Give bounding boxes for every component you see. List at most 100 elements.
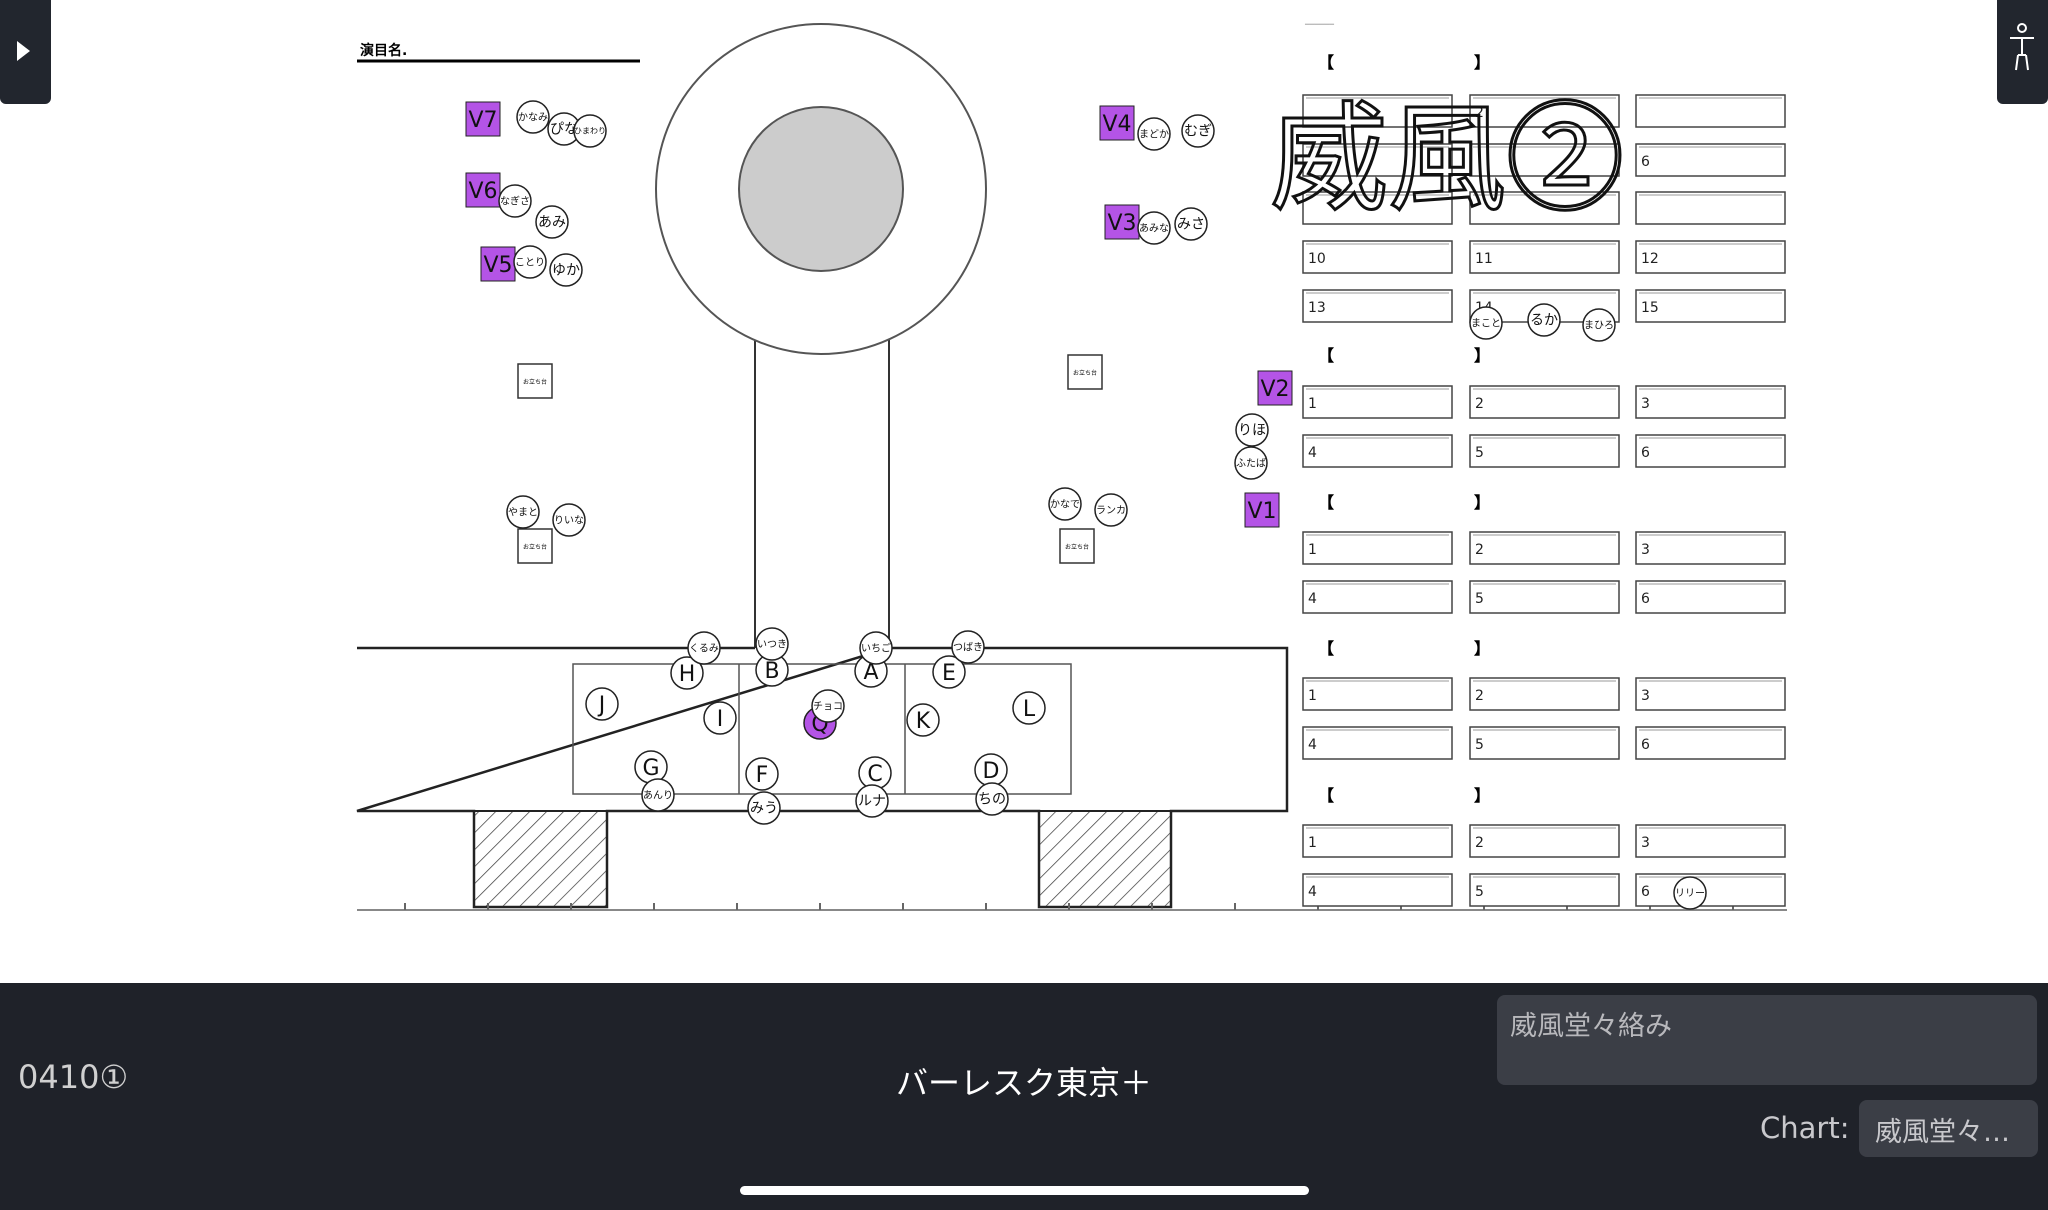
grid-cell-number: 2 bbox=[1475, 688, 1484, 704]
performer-name: チョコ bbox=[813, 700, 843, 712]
grid-cell: 6 bbox=[1635, 143, 1786, 177]
vip-marker-v7: V7 bbox=[465, 101, 501, 137]
bracket-close: 】 bbox=[1474, 786, 1490, 805]
performer-marker: みさ bbox=[1174, 207, 1208, 241]
grid-cell-number: 11 bbox=[1475, 251, 1493, 267]
performer-marker: やまと bbox=[506, 495, 540, 529]
stage-position-b: B bbox=[755, 653, 789, 687]
grid-cell: 3 bbox=[1635, 824, 1786, 858]
bracket-open: 【 bbox=[1318, 346, 1334, 365]
grid-cell: 12 bbox=[1635, 240, 1786, 274]
grid-cell bbox=[1635, 191, 1786, 225]
hatched-block-left bbox=[473, 810, 608, 908]
grid-cell-number: 2 bbox=[1475, 396, 1484, 412]
performer-marker: リリー bbox=[1673, 876, 1707, 910]
performer-marker: ことり bbox=[513, 245, 547, 279]
performer-name: ルナ bbox=[858, 794, 886, 810]
svg-text:お立ち台: お立ち台 bbox=[523, 378, 547, 386]
performer-name: ランカ bbox=[1096, 504, 1126, 516]
svg-text:お立ち台: お立ち台 bbox=[1065, 543, 1089, 551]
performer-name: リリー bbox=[1675, 888, 1705, 899]
grid-cell-number: 1 bbox=[1308, 688, 1317, 704]
performer-name: ひまわり bbox=[574, 127, 606, 136]
grid-cell-number: 3 bbox=[1641, 688, 1650, 704]
handwritten-annotation: 威風② bbox=[1269, 89, 1626, 230]
performer-name: やまと bbox=[508, 506, 538, 518]
stage-position-e: E bbox=[932, 655, 966, 689]
vip-label: V5 bbox=[483, 253, 512, 278]
svg-text:お立ち台: お立ち台 bbox=[1073, 369, 1097, 377]
vip-marker-v4: V4 bbox=[1099, 105, 1135, 141]
performer-name: みう bbox=[750, 801, 778, 817]
grid-cell-number: 6 bbox=[1641, 445, 1650, 461]
stage-position-label: K bbox=[916, 709, 931, 734]
grid-cell-number: 15 bbox=[1641, 300, 1659, 316]
performer-marker: かなで bbox=[1048, 487, 1082, 521]
performer-marker: ぴな bbox=[547, 112, 581, 146]
vip-marker-v1: V1 bbox=[1244, 492, 1280, 528]
grid-cell: 3 bbox=[1635, 677, 1786, 711]
performer-name: ふたば bbox=[1236, 457, 1266, 469]
chart-select-button[interactable]: 威風堂々… bbox=[1859, 1100, 2038, 1157]
chart-label: Chart: bbox=[1760, 1111, 1850, 1145]
setlist-code: 0410① bbox=[18, 1058, 129, 1096]
stage-position-label: G bbox=[642, 756, 659, 781]
grid-cell-number: 1 bbox=[1308, 542, 1317, 558]
grid-cell: 11 bbox=[1469, 240, 1620, 274]
hatched-block-right bbox=[1038, 810, 1172, 908]
stage-position-label: J bbox=[597, 693, 606, 718]
bracket-close: 】 bbox=[1474, 53, 1490, 72]
stage-position-g: G bbox=[634, 750, 668, 784]
performer-name: ぴな bbox=[550, 122, 578, 138]
performer-marker: まひろ bbox=[1582, 308, 1616, 342]
vip-label: V2 bbox=[1260, 377, 1289, 402]
grid-cell-number: 4 bbox=[1308, 445, 1317, 461]
performer-marker: まこと bbox=[1469, 306, 1503, 340]
vip-marker-v6: V6 bbox=[465, 172, 501, 208]
performer-marker: チョコ bbox=[811, 689, 845, 723]
grid-cell: 6 bbox=[1635, 873, 1786, 907]
performer-name: あみ bbox=[538, 215, 566, 231]
grid-cell-number: 5 bbox=[1475, 884, 1484, 900]
performer-name: るか bbox=[1530, 313, 1558, 329]
stage-position-label: D bbox=[983, 759, 1000, 784]
stage-position-label: L bbox=[1023, 697, 1036, 722]
grid-cell-number: 13 bbox=[1308, 300, 1326, 316]
performer-name: なぎさ bbox=[500, 194, 530, 207]
grid-cell bbox=[1469, 191, 1620, 225]
bracket-open: 【 bbox=[1318, 493, 1334, 512]
accessibility-button[interactable] bbox=[1997, 0, 2048, 104]
grid-cell-number: 4 bbox=[1308, 737, 1317, 753]
grid-cell: 15 bbox=[1635, 289, 1786, 323]
performer-marker: りほ bbox=[1235, 413, 1269, 447]
grid-cell: 2 bbox=[1469, 94, 1620, 128]
grid-cell: 13 bbox=[1302, 289, 1453, 323]
bracket-close: 】 bbox=[1474, 639, 1490, 658]
vip-label: V3 bbox=[1107, 211, 1136, 236]
grid-cell: 6 bbox=[1635, 580, 1786, 614]
performer-name: まどか bbox=[1139, 128, 1169, 140]
stage-chart-canvas[interactable]: 演目名. ━━━━━━ お立ち台 お立ち台 お立ち台 お立ち台 【】【】【】【】… bbox=[0, 0, 2048, 985]
stage-position-label: C bbox=[867, 762, 882, 787]
stage-position-label: I bbox=[717, 707, 724, 732]
grid-cell-number: 6 bbox=[1641, 884, 1650, 900]
performer-marker: なぎさ bbox=[498, 184, 532, 218]
stage-position-c: C bbox=[858, 756, 892, 790]
grid-cell: 5 bbox=[1469, 580, 1620, 614]
stage-position-j: J bbox=[585, 687, 619, 721]
performer-markers: かなみぴなひまわりなぎさあみことりゆかまどかむぎあみなみさまことるかまひろりほふ… bbox=[498, 100, 1707, 910]
performer-marker: ランカ bbox=[1094, 493, 1128, 527]
grid-cell: 2 bbox=[1469, 824, 1620, 858]
performer-name: まこと bbox=[1471, 317, 1501, 329]
grid-cell: 5 bbox=[1469, 434, 1620, 468]
performer-name: くるみ bbox=[689, 642, 719, 654]
bracket-open: 【 bbox=[1318, 639, 1334, 658]
performer-marker: ゆか bbox=[549, 253, 583, 287]
numbered-seat-grid: 【】【】【】【】【】261011121314151234561234561234… bbox=[1302, 53, 1786, 907]
grid-cell-number: 3 bbox=[1641, 542, 1650, 558]
sidebar-toggle-button[interactable] bbox=[0, 0, 51, 104]
grid-cell bbox=[1302, 143, 1453, 177]
note-field[interactable]: 威風堂々絡み bbox=[1497, 995, 2037, 1085]
grid-cell: 4 bbox=[1302, 726, 1453, 760]
home-indicator[interactable] bbox=[740, 1186, 1309, 1195]
